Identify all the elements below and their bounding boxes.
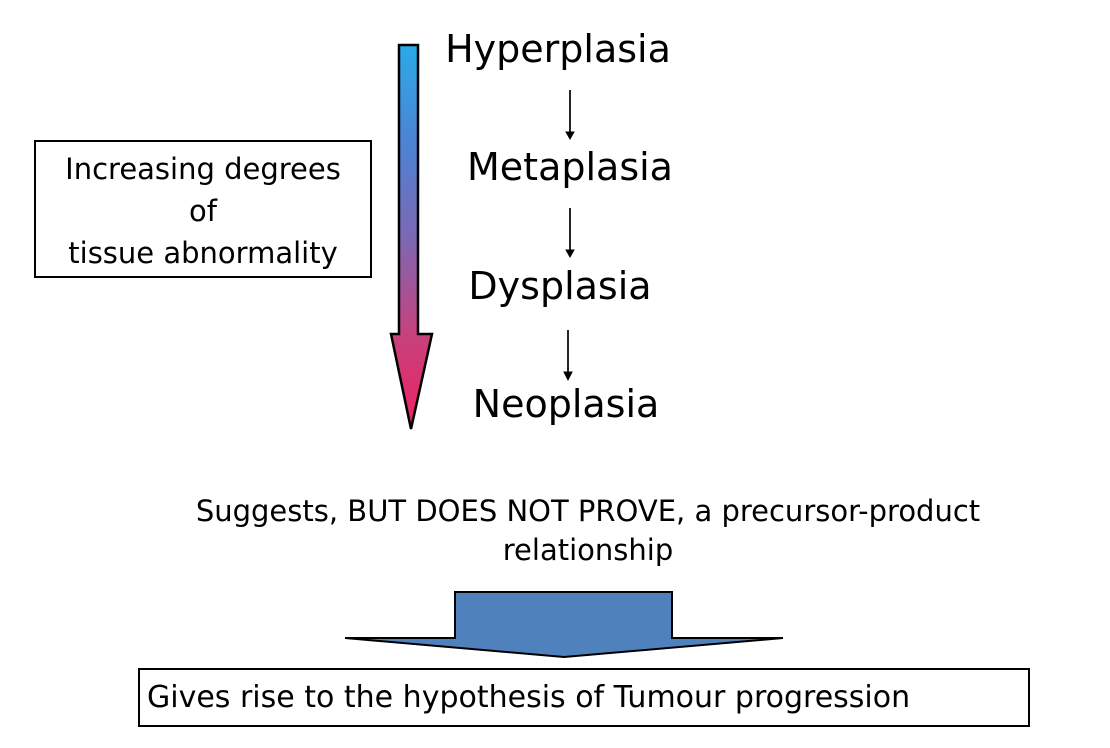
caveat-note-line-2: relationship [502,533,674,567]
block-down-arrow-icon [344,591,784,659]
severity-annotation-box: Increasing degrees of tissue abnormality [34,140,372,278]
stage-label-metaplasia: Metaplasia [467,145,673,189]
down-arrow-icon [565,90,575,140]
stage-label-neoplasia: Neoplasia [472,382,660,426]
caveat-note-line-1: Suggests, BUT DOES NOT PROVE, a precurso… [195,494,981,528]
caveat-note: Suggests, BUT DOES NOT PROVE, a precurso… [80,492,1096,570]
severity-annotation-line-3: tissue abnormality [68,236,338,270]
severity-annotation-line-2: of [189,194,217,228]
conclusion-text: Gives rise to the hypothesis of Tumour p… [147,680,911,715]
gradient-down-arrow-icon [389,43,434,430]
down-arrow-icon [565,208,575,258]
stage-label-dysplasia: Dysplasia [468,264,652,308]
stage-label-hyperplasia: Hyperplasia [445,27,671,71]
severity-annotation-line-1: Increasing degrees [65,152,341,186]
conclusion-box: Gives rise to the hypothesis of Tumour p… [138,668,1030,727]
down-arrow-icon [563,330,573,381]
